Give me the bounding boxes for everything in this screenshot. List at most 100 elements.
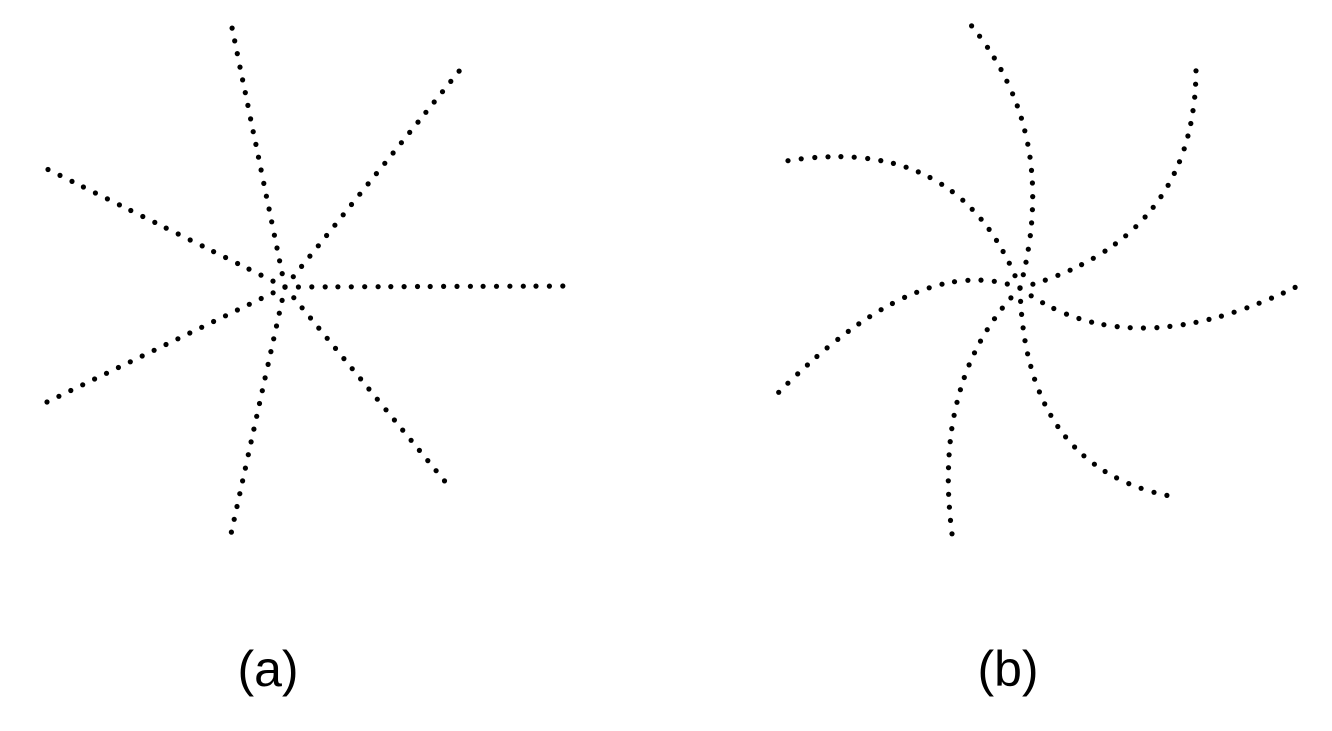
- spiral-dot: [954, 399, 960, 405]
- ray-dot: [390, 150, 396, 156]
- spiral-dot: [878, 307, 884, 313]
- panel-a-label: (a): [237, 641, 299, 697]
- ray-dot: [232, 38, 238, 44]
- ray-dot: [242, 465, 248, 471]
- ray-dot: [175, 336, 181, 342]
- spiral-dot: [1063, 434, 1069, 440]
- ray-dot: [273, 323, 280, 329]
- ray-dot: [246, 266, 252, 272]
- spiral-dot: [1193, 319, 1199, 325]
- spiral-dot: [966, 362, 972, 368]
- ray-dot: [253, 141, 259, 147]
- ray-dot: [45, 166, 51, 173]
- spiral-dot: [1042, 277, 1048, 283]
- spiral-dot: [949, 189, 955, 195]
- spiral-dot: [1171, 170, 1177, 176]
- spiral-dot: [1029, 180, 1035, 186]
- spiral-dot: [851, 154, 857, 160]
- ray-dot: [416, 447, 422, 453]
- ray-dot: [299, 263, 305, 269]
- ray-dot: [358, 376, 364, 382]
- spiral-dot: [1030, 194, 1036, 200]
- ray-dot: [199, 324, 205, 330]
- spiral-dot: [1055, 423, 1061, 430]
- ray-dot: [439, 89, 446, 95]
- ray-dot: [348, 284, 354, 290]
- ray-dot: [240, 77, 246, 83]
- ray-dot: [401, 284, 407, 290]
- spiral-dot: [1193, 81, 1199, 87]
- ray-dot: [407, 129, 413, 135]
- spiral-dot: [1032, 376, 1038, 382]
- ray-dot: [234, 51, 240, 57]
- spiral-dot: [1004, 78, 1010, 84]
- spiral-dot: [838, 154, 844, 160]
- ray-dot: [415, 119, 421, 125]
- spiral-dot: [977, 338, 984, 344]
- ray-dot: [307, 253, 313, 259]
- panel-b-label: (b): [977, 641, 1039, 697]
- ray-dot: [507, 283, 513, 289]
- ray-dot: [187, 237, 193, 243]
- spiral-dot: [1193, 68, 1199, 74]
- spiral-dot: [1180, 322, 1186, 328]
- spiral-dot: [1133, 224, 1139, 230]
- ray-dot: [295, 284, 301, 290]
- spiral-dot: [991, 55, 997, 61]
- ray-dot: [187, 330, 193, 336]
- spiral-dot: [986, 226, 992, 232]
- spiral-dot: [1004, 281, 1010, 287]
- ray-dot: [533, 283, 539, 289]
- ray-dot: [414, 283, 421, 290]
- spiral-dot: [835, 336, 841, 342]
- spiral-dot: [926, 285, 932, 291]
- ray-dot: [454, 283, 460, 289]
- ray-dot: [242, 90, 248, 96]
- ray-dot: [425, 458, 431, 464]
- ray-dot: [234, 307, 240, 313]
- spiral-dot: [1006, 260, 1012, 266]
- ray-dot: [69, 178, 75, 184]
- spiral-dot: [1126, 481, 1132, 487]
- spiral-dot: [1051, 305, 1057, 312]
- ray-dot: [104, 196, 110, 202]
- ray-dot: [245, 452, 251, 458]
- spiral-dot: [1010, 91, 1016, 97]
- spiral-dot: [1040, 300, 1046, 306]
- ray-dot: [382, 160, 388, 166]
- spiral-dot: [1231, 309, 1237, 315]
- spiral-dot: [1150, 204, 1156, 210]
- ray-dot: [229, 25, 235, 31]
- ray-dot: [423, 109, 429, 115]
- spiral-dot: [804, 362, 811, 368]
- ray-dot: [254, 413, 260, 419]
- spiral-dot: [1176, 159, 1183, 165]
- ray-dot: [493, 283, 500, 289]
- ray-dot: [231, 516, 237, 522]
- ray-dot: [237, 64, 243, 70]
- ray-dot: [139, 353, 145, 359]
- ray-dot: [56, 393, 62, 399]
- ray-dot: [175, 231, 181, 237]
- ray-dot: [282, 284, 288, 290]
- spiral-dot: [1089, 319, 1095, 325]
- spiral-dot: [1023, 259, 1029, 265]
- spiral-dot: [984, 327, 990, 333]
- ray-dot: [441, 283, 447, 289]
- ray-dot: [349, 366, 355, 372]
- ray-dot: [448, 78, 454, 84]
- ray-dot: [274, 245, 280, 251]
- ray-dot: [80, 184, 86, 190]
- ray-dot: [261, 180, 267, 186]
- spiral-dot: [1025, 246, 1031, 252]
- ray-dot: [246, 301, 252, 307]
- spiral-dot: [1127, 325, 1133, 331]
- spiral-dot: [1244, 305, 1250, 311]
- ray-dot: [276, 310, 282, 316]
- ray-dot: [44, 399, 50, 405]
- ray-dot: [480, 283, 486, 289]
- spiral-dot: [776, 389, 782, 395]
- spiral-dot: [945, 478, 951, 484]
- ray-dot: [373, 171, 379, 177]
- ray-dot: [340, 212, 346, 218]
